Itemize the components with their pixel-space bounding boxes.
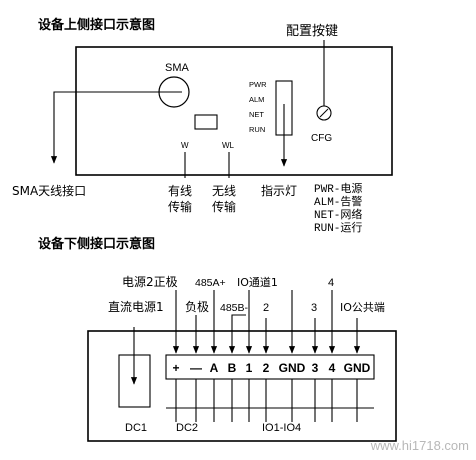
bottom-panel [87, 330, 397, 442]
led-label-alm: ALM [249, 95, 264, 104]
callout-ch2: 2 [263, 302, 269, 314]
io-label: IO1-IO4 [262, 422, 301, 434]
dc1-label: DC1 [125, 422, 147, 434]
legend-pwr: PWR-电源 [314, 181, 362, 196]
terminal-b: B [228, 361, 237, 375]
wireless-label-line2: 传输 [212, 199, 236, 214]
cfg-button-callout: 配置按键 [286, 24, 338, 39]
terminal-gnd-1: GND [279, 361, 306, 375]
leader-b [228, 314, 246, 354]
terminal-gnd-2: GND [344, 361, 371, 375]
callout-ch4: 4 [328, 277, 334, 289]
terminal-minus: — [190, 361, 202, 375]
cfg-button-slot [319, 108, 329, 118]
cfg-label: CFG [311, 133, 332, 144]
sma-leader-line [50, 91, 182, 164]
wired-label-line2: 传输 [168, 199, 192, 214]
terminal-block [165, 354, 375, 380]
legend-alm: ALM-告警 [314, 194, 362, 209]
callout-ch3: 3 [311, 302, 317, 314]
terminal-plus: + [172, 361, 179, 375]
bottom-section-title: 设备下侧接口示意图 [38, 236, 155, 252]
led-label-pwr: PWR [249, 80, 267, 89]
dc2-label: DC2 [176, 422, 198, 434]
terminal-pins [166, 379, 374, 422]
sma-label: SMA [165, 62, 190, 74]
wireless-label-line1: 无线 [212, 184, 236, 198]
callout-power2-positive: 电源2正极 [122, 275, 178, 289]
sma-port-label: SMA天线接口 [12, 183, 86, 198]
ethernet-port [194, 114, 218, 130]
legend-net: NET-网络 [314, 207, 362, 222]
top-panel [75, 46, 393, 176]
callout-485b: 485B- [220, 302, 249, 314]
callout-io-common: IO公共端 [340, 301, 385, 314]
terminal-a: A [210, 361, 219, 375]
callout-negative: 负极 [185, 300, 209, 314]
callout-485a: 485A+ [195, 277, 226, 289]
cfg-button[interactable] [316, 105, 332, 121]
terminal-1: 1 [246, 361, 253, 375]
indicator-label: 指示灯 [261, 183, 297, 198]
wl-label: WL [222, 141, 235, 150]
led-label-run: RUN [249, 125, 265, 134]
watermark-text: www.hi1718.com [370, 438, 469, 453]
legend-run: RUN-运行 [314, 221, 362, 235]
terminal-2: 2 [263, 361, 270, 375]
callout-io-channel1: IO通道1 [237, 275, 278, 289]
terminal-4: 4 [329, 361, 336, 375]
terminal-3: 3 [312, 361, 319, 375]
top-section-title: 设备上侧接口示意图 [38, 17, 155, 33]
led-label-net: NET [249, 110, 264, 119]
w-label: W [181, 141, 189, 150]
wired-label-line1: 有线 [168, 184, 192, 198]
callout-dc-power1: 直流电源1 [108, 300, 164, 314]
